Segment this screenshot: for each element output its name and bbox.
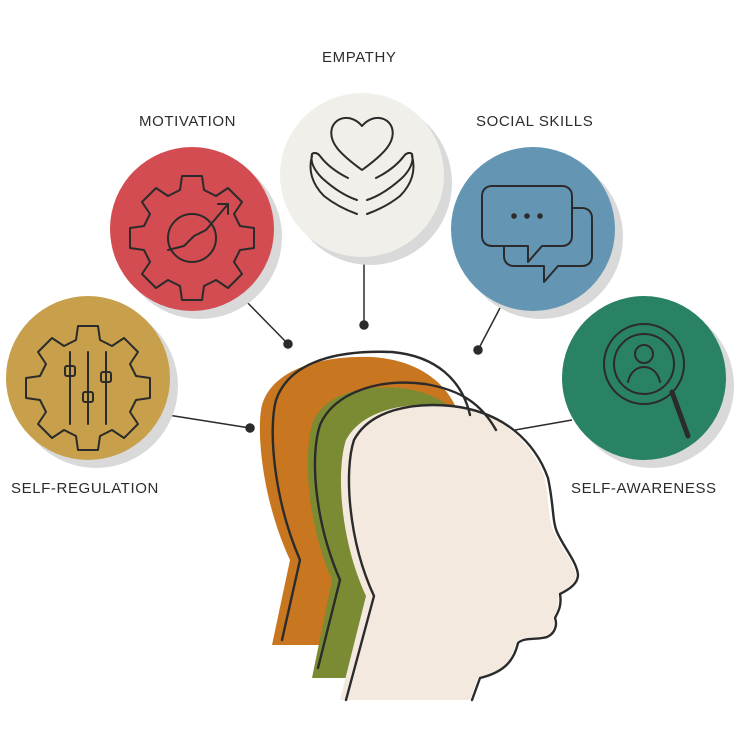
label-self-regulation: SELF-REGULATION <box>11 480 159 497</box>
head-outline-back <box>271 350 472 642</box>
head-cream <box>340 404 576 700</box>
connector-dot-social-skills <box>473 345 483 355</box>
head-outline-front <box>344 403 580 702</box>
chat-dots <box>511 213 543 219</box>
motivation-circle <box>110 147 274 311</box>
heads-group <box>259 350 580 702</box>
gear-with-arrow-icon <box>129 175 255 301</box>
label-motivation: MOTIVATION <box>139 113 237 130</box>
chat-bubbles-icon <box>481 185 593 283</box>
magnifier-person-icon <box>603 323 691 439</box>
label-social-skills: SOCIAL SKILLS <box>476 113 594 130</box>
self-awareness-circle <box>562 296 726 460</box>
hands-holding-heart-icon <box>309 117 415 215</box>
connector-dot-self-regulation <box>245 423 255 433</box>
connector-self-awareness <box>514 419 573 431</box>
head-outline-middle <box>313 381 498 670</box>
label-self-awareness: SELF-AWARENESS <box>571 480 717 497</box>
social-skills-circle <box>451 147 615 311</box>
gear-with-sliders-icon <box>25 325 151 451</box>
connector-dot-motivation <box>283 339 293 349</box>
connector-dot-empathy <box>359 320 369 330</box>
connectors <box>167 260 573 433</box>
label-empathy: EMPATHY <box>322 49 397 66</box>
connector-social-skills <box>477 307 501 351</box>
empathy-circle <box>280 93 444 257</box>
connector-self-regulation <box>167 414 251 429</box>
